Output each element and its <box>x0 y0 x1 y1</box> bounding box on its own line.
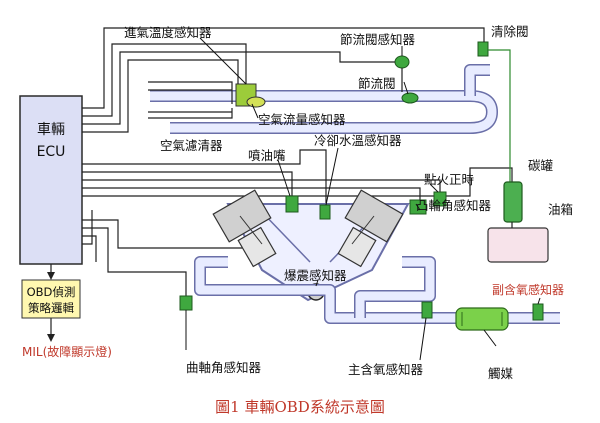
figure-caption: 圖1 車輛OBD系統示意圖 <box>215 398 385 416</box>
ecu-label-line1: 車輛 <box>37 121 65 138</box>
canister <box>503 181 523 223</box>
throttle-valve-label: 節流閥 <box>358 76 396 91</box>
purge-canister-line <box>488 49 511 182</box>
air-flow-sensor-label: 空氣流量感知器 <box>258 112 346 127</box>
exhaust-pipes <box>194 256 560 324</box>
obd-box-line2: 策略邏輯 <box>28 301 74 315</box>
coolant-temp-sensor <box>319 204 331 220</box>
purge-valve <box>477 41 489 57</box>
leader-lines <box>185 37 541 361</box>
ignition-timing-label: 點火正時 <box>424 172 475 187</box>
coolant-temp-sensor-label: 冷卻水溫感知器 <box>314 133 402 148</box>
intake-tube <box>150 64 498 134</box>
ecu-box: 車輛 ECU <box>19 95 83 265</box>
purge-valve-label: 清除閥 <box>491 24 529 39</box>
throttle-valve <box>401 92 419 104</box>
right-cylinder <box>337 189 404 268</box>
fuel-tank-label: 油箱 <box>548 202 573 217</box>
cam-angle-sensor-label: 凸輪角感知器 <box>416 198 492 213</box>
main-o2-sensor <box>421 301 433 319</box>
obd-strategy-box: OBD偵測 策略邏輯 <box>21 279 81 319</box>
air-filter <box>148 81 233 119</box>
injector-label: 噴油嘴 <box>248 148 286 163</box>
injector <box>285 195 299 213</box>
left-cylinder <box>212 189 277 268</box>
crank-angle-sensor-label: 曲軸角感知器 <box>186 360 262 375</box>
sub-o2-sensor <box>532 303 544 321</box>
mil-label: MIL(故障顯示燈) <box>22 344 112 359</box>
intake-temp-sensor-label: 進氣溫度感知器 <box>124 25 212 40</box>
throttle-position-sensor <box>394 55 410 92</box>
ecu-wiring <box>47 27 513 342</box>
knock-sensor-label: 爆震感知器 <box>284 268 347 283</box>
air-filter-label: 空氣濾清器 <box>160 138 223 153</box>
main-o2-sensor-label: 主含氧感知器 <box>348 362 424 377</box>
fuel-tank <box>487 222 549 263</box>
catalyst-label: 觸媒 <box>488 366 514 381</box>
sub-o2-sensor-label: 副含氧感知器 <box>492 282 564 297</box>
ecu-label-line2: ECU <box>37 144 66 160</box>
crank-angle-sensor <box>179 295 193 311</box>
ignition-coil <box>433 191 447 207</box>
canister-label: 碳罐 <box>528 158 554 173</box>
catalyst <box>455 307 509 331</box>
obd-box-line1: OBD偵測 <box>27 285 76 299</box>
air-flow-sensor <box>235 83 266 108</box>
throttle-sensor-label: 節流閥感知器 <box>340 32 416 47</box>
